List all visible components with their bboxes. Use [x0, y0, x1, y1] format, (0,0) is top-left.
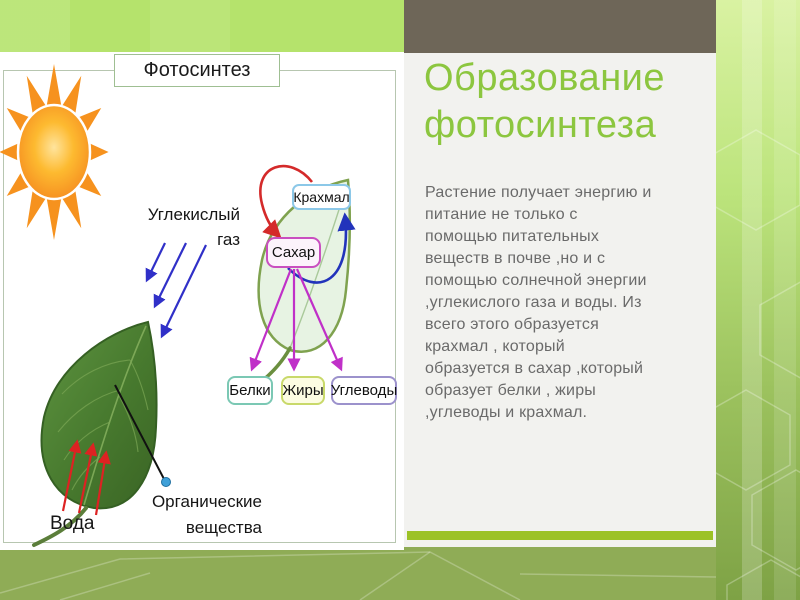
node-proteins: Белки [227, 376, 273, 405]
slide-title: Образование фотосинтеза [424, 57, 666, 146]
diagram-title: Фотосинтез [143, 59, 251, 81]
right-green-column [716, 0, 800, 600]
water-label: Вода [50, 513, 95, 534]
node-fats: Жиры [281, 376, 325, 405]
organic-substances-label: Органические вещества [151, 492, 262, 537]
text-panel: Образование фотосинтеза Растение получае… [404, 53, 716, 547]
node-starch: Крахмал [292, 184, 351, 210]
node-sugar: Сахар [266, 237, 321, 268]
hexagon-pattern [716, 129, 800, 600]
node-carbohydrates: Углеводы [331, 376, 397, 405]
diagram-panel: Фотосинтез Углекислый газ Крахмал Сахар … [0, 52, 404, 550]
slide-body-text: Растение получает энергию и питание не т… [425, 184, 652, 421]
sun-icon [0, 64, 109, 240]
diagram-title-box: Фотосинтез [114, 54, 280, 87]
hexagon-lines [0, 551, 716, 600]
accent-bar [407, 531, 713, 540]
top-green-strip [0, 0, 404, 52]
header-block [404, 0, 716, 53]
co2-label: Углекислый газ [147, 205, 240, 249]
bottom-olive-strip [0, 547, 716, 600]
